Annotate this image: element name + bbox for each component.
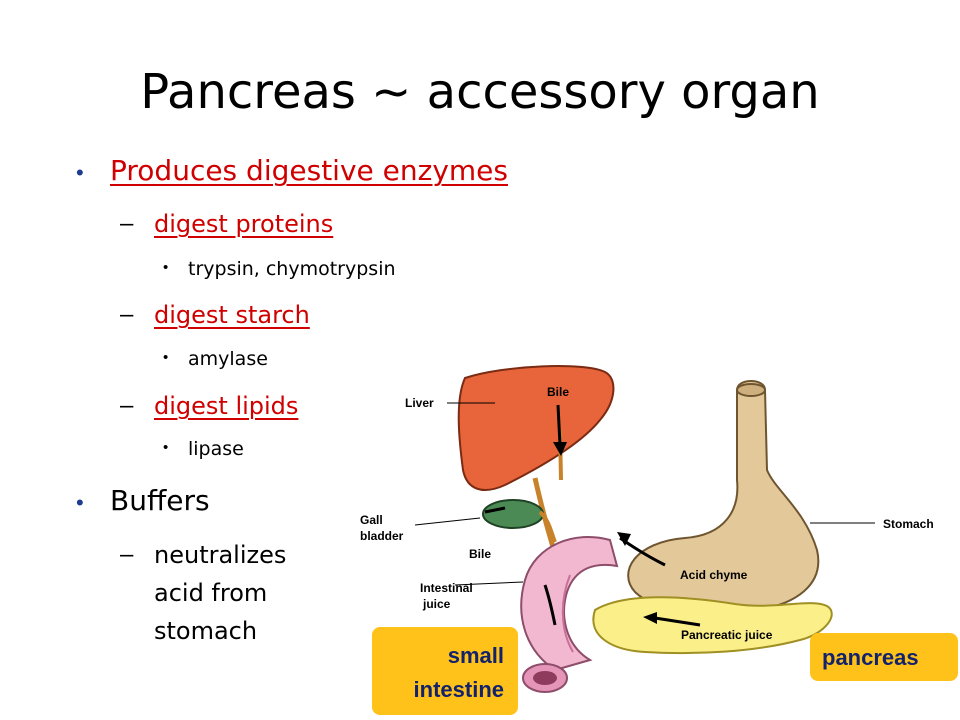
dash-marker: –	[120, 541, 134, 568]
bile-top-label: Bile	[547, 385, 569, 399]
proteins-enzymes-text: trypsin, chymotrypsin	[188, 258, 396, 280]
slide-title: Pancreas ~ accessory organ	[140, 64, 820, 120]
neutralizes-line-2: acid from	[154, 579, 268, 607]
pancreas-shape	[592, 596, 833, 655]
bladder-label: bladder	[360, 529, 404, 543]
juice-label: juice	[422, 597, 451, 611]
digest-proteins-link[interactable]: digest proteins	[154, 210, 334, 238]
liver-label: Liver	[405, 396, 434, 410]
stomach-label: Stomach	[883, 517, 934, 531]
intestinal-label: Intestinal	[420, 581, 473, 595]
neutralizes-line-3: stomach	[154, 617, 258, 645]
dash-marker: –	[120, 301, 134, 328]
callout-small: small	[447, 643, 504, 668]
pancreatic-juice-label: Pancreatic juice	[681, 628, 773, 642]
buffers-heading: Buffers	[110, 484, 210, 517]
liver-shape	[457, 365, 615, 491]
bile-bottom-label: Bile	[469, 547, 491, 561]
starch-enzymes-text: amylase	[188, 348, 268, 370]
produces-enzymes-link[interactable]: Produces digestive enzymes	[110, 154, 508, 187]
bullet-dot: •	[76, 490, 84, 515]
flow-arrows	[484, 404, 701, 627]
digestive-diagram: Liver Bile Gall bladder Bile Stomach Aci…	[360, 365, 934, 693]
gall-label: Gall	[360, 513, 383, 527]
small-intestine-callout: small intestine	[372, 627, 518, 715]
callout-pancreas: pancreas	[822, 645, 919, 670]
callout-intestine: intestine	[413, 677, 504, 702]
digest-lipids-link[interactable]: digest lipids	[154, 392, 299, 420]
intestine-shape	[520, 535, 619, 672]
dash-marker: –	[120, 392, 134, 419]
bullet-dot: •	[163, 259, 169, 276]
dash-marker: –	[120, 210, 134, 237]
acid-chyme-label: Acid chyme	[680, 568, 748, 582]
neutralizes-line-1: neutralizes	[154, 541, 287, 569]
bullet-dot: •	[163, 349, 169, 366]
pancreas-callout: pancreas	[810, 633, 958, 681]
bullet-dot: •	[163, 439, 169, 456]
bullet-dot: •	[76, 160, 84, 185]
gallbladder-shape	[482, 499, 544, 529]
lipids-enzymes-text: lipase	[188, 438, 244, 460]
digest-starch-link[interactable]: digest starch	[154, 301, 310, 329]
